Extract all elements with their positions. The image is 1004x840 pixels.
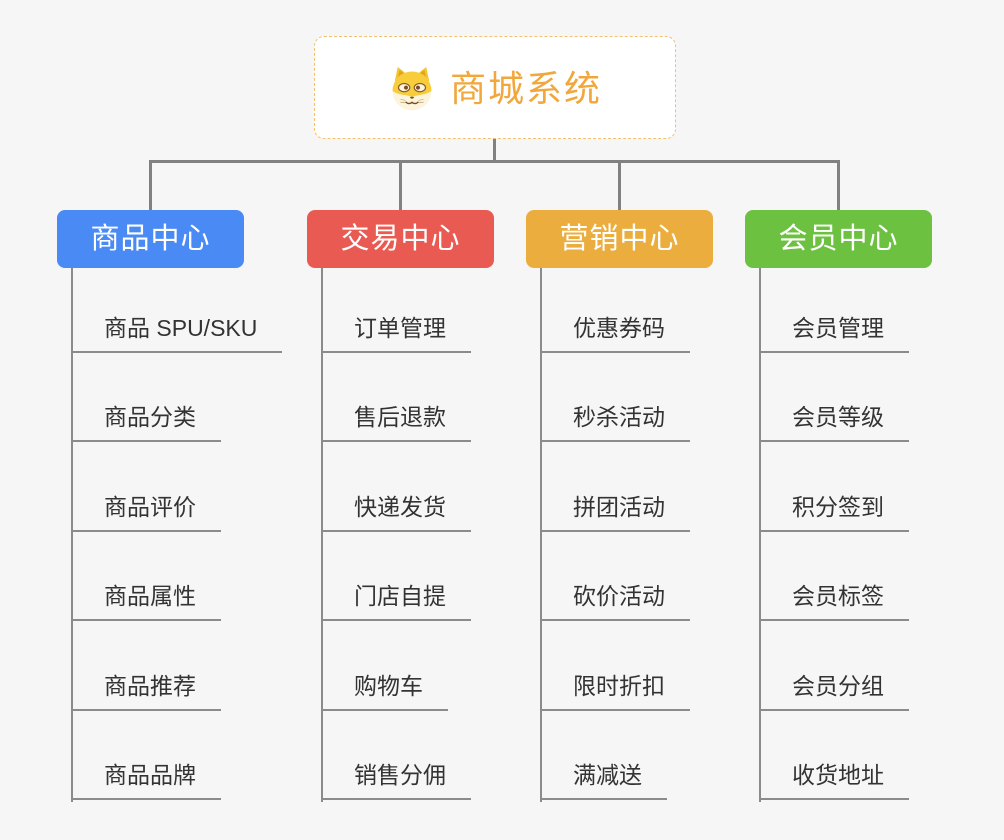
branch-node[interactable]: 会员中心 xyxy=(745,210,932,268)
sub-topic[interactable]: 会员管理 xyxy=(759,313,909,353)
sub-topic[interactable]: 商品评价 xyxy=(71,492,221,532)
sub-topic[interactable]: 门店自提 xyxy=(321,581,471,622)
dog-face-icon xyxy=(392,66,432,110)
sub-topic[interactable]: 会员等级 xyxy=(759,402,909,443)
branch-drop-line xyxy=(837,160,840,210)
sub-topic[interactable]: 优惠券码 xyxy=(540,313,690,353)
sub-topic[interactable]: 积分签到 xyxy=(759,492,909,532)
sub-topic[interactable]: 会员分组 xyxy=(759,671,909,711)
sub-topic[interactable]: 快递发货 xyxy=(321,492,471,532)
sub-topic[interactable]: 订单管理 xyxy=(321,313,471,353)
sub-topic[interactable]: 砍价活动 xyxy=(540,581,690,622)
branch-drop-line xyxy=(149,160,152,210)
branch-node[interactable]: 营销中心 xyxy=(526,210,713,268)
sub-topic[interactable]: 商品 SPU/SKU xyxy=(71,313,283,353)
branch-node[interactable]: 商品中心 xyxy=(57,210,244,268)
sub-topic[interactable]: 售后退款 xyxy=(321,402,471,443)
sub-topic[interactable]: 销售分佣 xyxy=(321,760,471,800)
sub-topic[interactable]: 秒杀活动 xyxy=(540,402,690,443)
branch-vertical-line xyxy=(71,268,73,802)
branch-drop-line xyxy=(399,160,402,210)
sub-topic[interactable]: 满减送 xyxy=(540,760,667,800)
branch-vertical-line xyxy=(759,268,761,802)
root-node[interactable]: 商城系统 xyxy=(314,36,676,139)
sub-topic[interactable]: 商品品牌 xyxy=(71,760,221,800)
sub-topic[interactable]: 商品属性 xyxy=(71,581,221,622)
branch-drop-line xyxy=(618,160,621,210)
sub-topic[interactable]: 会员标签 xyxy=(759,581,909,622)
sub-topic[interactable]: 购物车 xyxy=(321,671,448,711)
root-connector-line xyxy=(493,139,496,163)
root-title: 商城系统 xyxy=(449,67,602,109)
sub-topic[interactable]: 商品分类 xyxy=(71,402,221,443)
sub-topic[interactable]: 限时折扣 xyxy=(540,671,690,711)
connector-bus-line xyxy=(149,160,840,163)
branch-vertical-line xyxy=(321,268,323,802)
sub-topic[interactable]: 收货地址 xyxy=(759,760,909,800)
branch-vertical-line xyxy=(540,268,542,802)
branch-node[interactable]: 交易中心 xyxy=(307,210,494,268)
sub-topic[interactable]: 商品推荐 xyxy=(71,671,221,711)
sub-topic[interactable]: 拼团活动 xyxy=(540,492,690,532)
